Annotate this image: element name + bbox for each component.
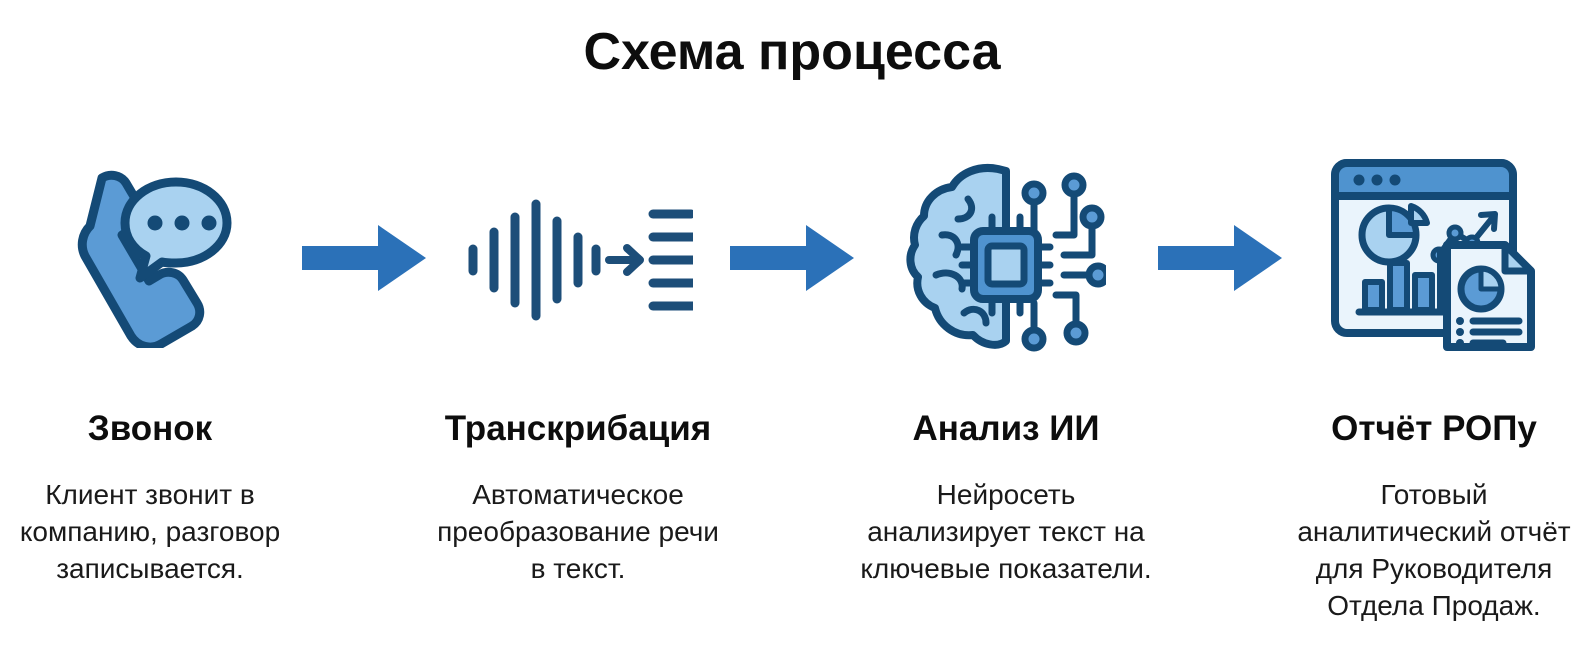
analytics-dashboard-report-icon xyxy=(1284,150,1584,365)
connector-2 xyxy=(728,150,856,365)
right-arrow-icon xyxy=(730,224,854,291)
phone-call-icon xyxy=(0,150,300,365)
connector-1 xyxy=(300,150,428,365)
right-arrow-icon xyxy=(1158,224,1282,291)
step-label: Звонок xyxy=(87,409,213,448)
connector-3 xyxy=(1156,150,1284,365)
step-description: Нейросеть анализирует текст на ключевые … xyxy=(860,478,1152,584)
speech-to-text-icon xyxy=(428,150,728,365)
step-ai-analysis: Анализ ИИ Нейросеть анализирует текст на… xyxy=(856,150,1156,587)
step-label: Анализ ИИ xyxy=(912,409,1100,448)
step-report: Отчёт РОПу Готовый аналитический отчёт д… xyxy=(1284,150,1584,624)
process-flow: Звонок Клиент звонит в компанию, разгово… xyxy=(0,150,1584,650)
ai-brain-chip-icon xyxy=(856,150,1156,365)
step-label: Транскрибация xyxy=(444,409,712,448)
step-description: Автоматическое преобразование речи в тек… xyxy=(437,478,719,584)
right-arrow-icon xyxy=(302,224,426,291)
page-title: Схема процесса xyxy=(583,23,1001,81)
step-call: Звонок Клиент звонит в компанию, разгово… xyxy=(0,150,300,587)
step-transcription: Транскрибация Автоматическое преобразова… xyxy=(428,150,728,587)
step-description: Готовый аналитический отчёт для Руководи… xyxy=(1297,478,1571,622)
step-description: Клиент звонит в компанию, разговор запис… xyxy=(19,478,281,584)
step-label: Отчёт РОПу xyxy=(1331,409,1537,448)
